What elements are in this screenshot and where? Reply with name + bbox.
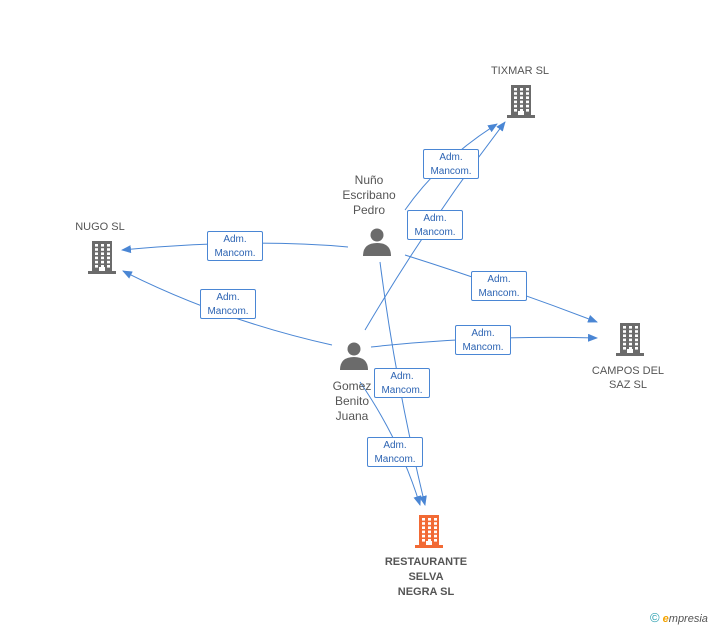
node-label-tixmar[interactable]: TIXMAR SL	[478, 64, 562, 78]
edge-label-nuno-campos[interactable]: Adm. Mancom.	[471, 271, 527, 301]
nuno-label-line2: Escribano	[342, 188, 396, 202]
edge-label-line2: Mancom.	[430, 166, 472, 177]
brand-logo: empresia	[663, 613, 708, 625]
person-icon[interactable]	[363, 228, 391, 257]
building-icon[interactable]	[507, 85, 535, 118]
building-icon[interactable]	[616, 323, 644, 356]
tixmar-label: TIXMAR SL	[490, 65, 550, 77]
edge-label-gomez-restaurante[interactable]: Adm. Mancom.	[367, 437, 423, 467]
gomez-label-line2: Benito	[334, 394, 370, 408]
edge-label-gomez-nugo[interactable]: Adm. Mancom.	[200, 289, 256, 319]
edge-label-line2: Mancom.	[414, 227, 456, 238]
gomez-label-line3: Juana	[335, 409, 369, 423]
restaurante-label-line1: RESTAURANTE	[384, 556, 468, 568]
node-label-restaurante[interactable]: RESTAURANTE SELVA NEGRA SL	[376, 555, 476, 600]
node-label-campos[interactable]: CAMPOS DEL SAZ SL	[588, 364, 668, 392]
edge-label-line2: Mancom.	[207, 306, 249, 317]
brand-e: e	[662, 613, 669, 625]
campos-label-line1: CAMPOS DEL	[591, 365, 665, 377]
node-label-nuno[interactable]: Nuño Escribano Pedro	[336, 173, 402, 218]
person-icon[interactable]	[340, 342, 368, 371]
edge-label-line1: Adm.	[439, 152, 463, 163]
edge-label-line1: Adm.	[383, 440, 407, 451]
edge-label-line2: Mancom.	[462, 342, 504, 353]
edge-label-line1: Adm.	[423, 213, 447, 224]
brand-rest: mpresia	[668, 613, 708, 625]
edge-label-line2: Mancom.	[214, 248, 256, 259]
edge-label-line1: Adm.	[216, 292, 240, 303]
edge-label-nuno-nugo[interactable]: Adm. Mancom.	[207, 231, 263, 261]
edge-label-gomez-campos[interactable]: Adm. Mancom.	[455, 325, 511, 355]
copyright-symbol: ©	[650, 610, 660, 625]
building-icon[interactable]	[88, 241, 116, 274]
node-label-nugo[interactable]: NUGO SL	[60, 220, 140, 234]
gomez-label-line1: Gomez	[332, 379, 372, 393]
empresia-watermark: © empresia	[650, 610, 708, 625]
edge-label-line1: Adm.	[471, 328, 495, 339]
edge-label-nuno-restaurante[interactable]: Adm. Mancom.	[374, 368, 430, 398]
edge-label-line2: Mancom.	[374, 454, 416, 465]
edge-label-line2: Mancom.	[381, 385, 423, 396]
campos-label-line2: SAZ SL	[609, 379, 647, 391]
nuno-label-line3: Pedro	[352, 203, 386, 217]
edge-label-gomez-tixmar[interactable]: Adm. Mancom.	[407, 210, 463, 240]
restaurante-label-line3: NEGRA SL	[397, 586, 455, 598]
building-icon[interactable]	[415, 515, 443, 548]
restaurante-label-line2: SELVA	[408, 571, 444, 583]
edge-label-line2: Mancom.	[478, 288, 520, 299]
nuno-label-line1: Nuño	[354, 173, 384, 187]
node-label-gomez[interactable]: Gomez Benito Juana	[320, 379, 384, 424]
nugo-label: NUGO SL	[75, 221, 125, 233]
edge-label-line1: Adm.	[390, 371, 414, 382]
edge-label-line1: Adm.	[223, 234, 247, 245]
edge-label-nuno-tixmar[interactable]: Adm. Mancom.	[423, 149, 479, 179]
edge-label-line1: Adm.	[487, 274, 511, 285]
